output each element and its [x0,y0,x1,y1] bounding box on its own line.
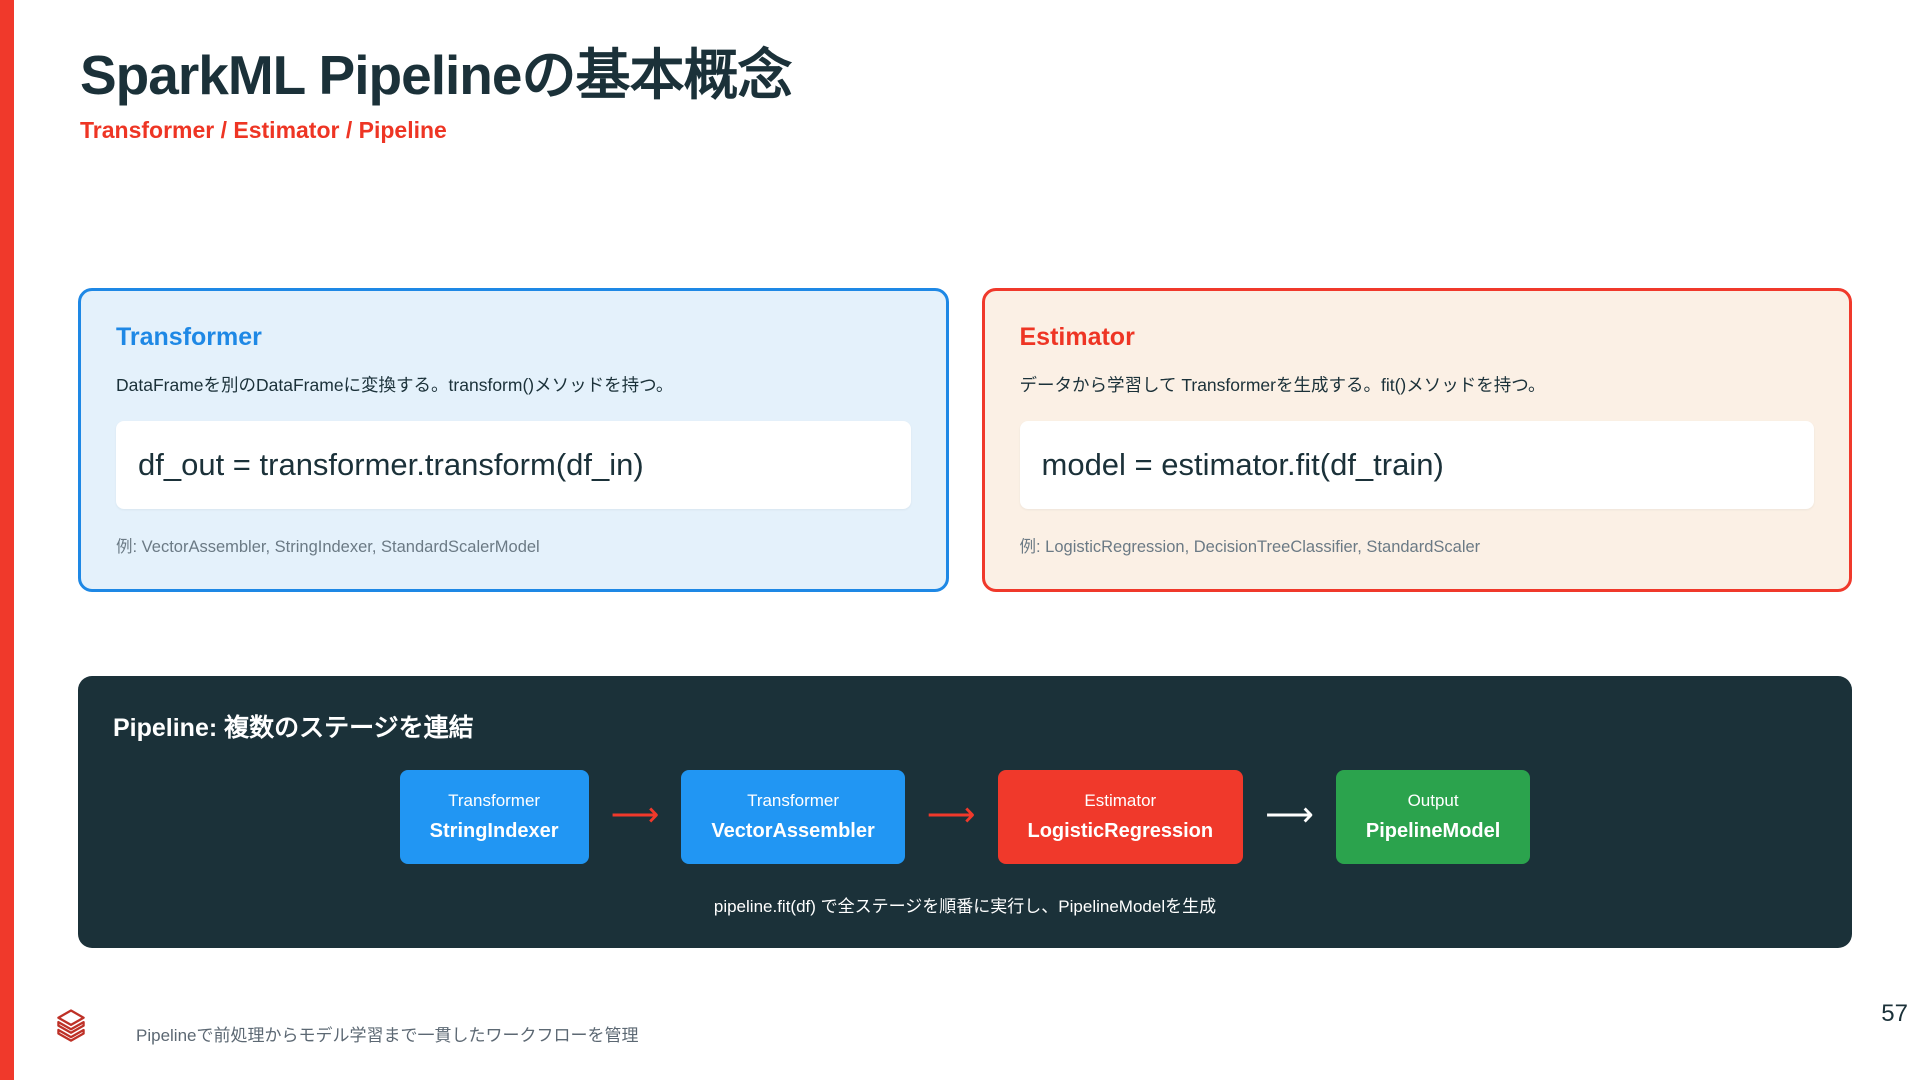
stage-name-label: StringIndexer [429,820,559,842]
stage-type-label: Estimator [1084,791,1157,810]
pipeline-stage-stringindexer: Transformer StringIndexer [399,770,589,864]
stage-type-label: Output [1407,791,1459,810]
estimator-examples: 例: LogisticRegression, DecisionTreeClass… [1019,538,1481,556]
stage-name-label: LogisticRegression [1027,820,1214,842]
pipeline-stage-logisticregression: Estimator LogisticRegression [997,770,1244,864]
estimator-code-box: model = estimator.fit(df_train) [1019,421,1814,509]
estimator-card: Estimator データから学習して Transformerを生成する。fit… [981,288,1852,592]
transformer-code: df_out = transformer.transform(df_in) [138,447,644,482]
flow-arrow-icon: ⟶ [1265,796,1314,834]
footer-note: Pipelineで前処理からモデル学習まで一貫したワークフローを管理 [136,1026,639,1045]
pipeline-stage-vectorassembler: Transformer VectorAssembler [681,770,905,864]
transformer-card: Transformer DataFrameを別のDataFrameに変換する。t… [78,288,949,592]
stage-type-label: Transformer [448,791,541,810]
transformer-card-description: DataFrameを別のDataFrameに変換する。transform()メソ… [116,375,674,395]
pipeline-caption: pipeline.fit(df) で全ステージを順番に実行し、PipelineM… [713,897,1217,916]
flow-arrow-icon: ⟶ [610,796,660,834]
flow-arrow-icon: ⟶ [926,796,976,834]
concept-cards: Transformer DataFrameを別のDataFrameに変換する。t… [78,288,1852,592]
transformer-card-title: Transformer [116,323,262,351]
page-number: 57 [1881,1000,1908,1027]
stage-name-label: PipelineModel [1365,820,1501,842]
estimator-card-title: Estimator [1019,323,1135,351]
estimator-code: model = estimator.fit(df_train) [1041,447,1444,482]
pipeline-panel-title: Pipeline: 複数のステージを連結 [113,714,474,742]
page-title: SparkML Pipelineの基本概念 [80,44,792,106]
slide-header: SparkML Pipelineの基本概念 Transformer / Esti… [80,44,792,144]
transformer-code-box: df_out = transformer.transform(df_in) [116,421,911,509]
stage-name-label: VectorAssembler [711,820,875,842]
transformer-examples: 例: VectorAssembler, StringIndexer, Stand… [116,538,540,556]
pipeline-flow: Transformer StringIndexer ⟶ Transformer … [113,770,1817,864]
left-accent-bar [0,0,14,1080]
pipeline-panel: Pipeline: 複数のステージを連結 Transformer StringI… [78,676,1852,948]
stage-type-label: Transformer [747,791,840,810]
pipeline-stage-pipelinemodel: Output PipelineModel [1335,770,1531,864]
databricks-logo-icon [57,1009,85,1042]
page-subtitle: Transformer / Estimator / Pipeline [80,117,447,144]
estimator-card-description: データから学習して Transformerを生成する。fit()メソッドを持つ。 [1019,375,1546,395]
